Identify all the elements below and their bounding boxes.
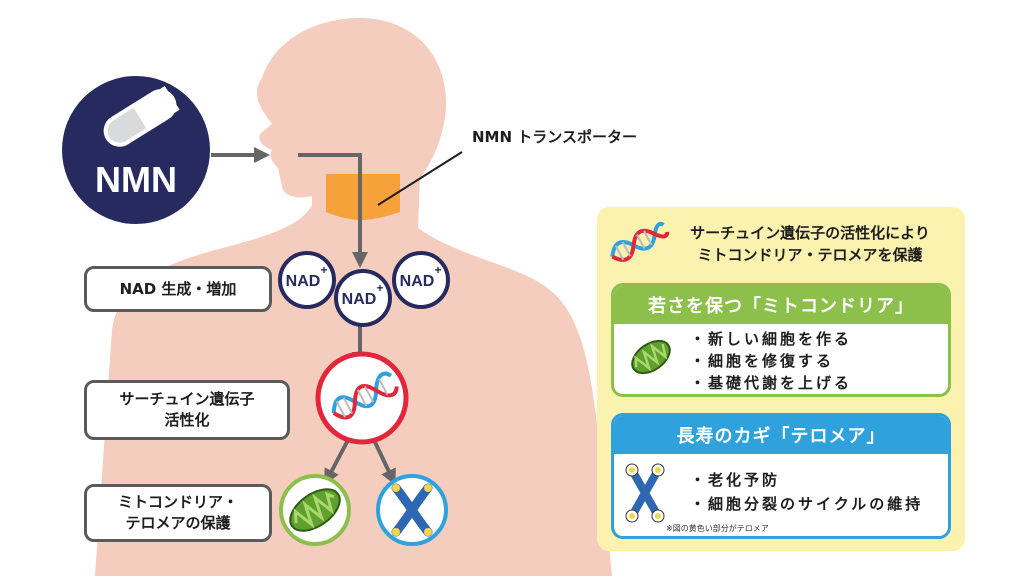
chromosome-icon-small bbox=[625, 463, 665, 523]
mitochondria-section: 若さを保つ「ミトコンドリア」 bbox=[611, 283, 951, 397]
panel-title: サーチュイン遺伝子の活性化により ミトコンドリア・テロメアを保護 bbox=[690, 224, 930, 264]
dna-icon-small bbox=[610, 221, 670, 262]
dna-icon bbox=[331, 371, 399, 420]
svg-text:NAD: NAD bbox=[286, 273, 321, 290]
telomere-note: ※図の黄色い部分がテロメア bbox=[666, 524, 769, 533]
list-item: ・老化予防 bbox=[690, 471, 781, 489]
nad-badge-center: NAD + bbox=[334, 269, 392, 327]
list-item: ・細胞分裂のサイクルの維持 bbox=[690, 495, 924, 513]
nad-badge-left: NAD + bbox=[278, 251, 336, 309]
telomere-section: 長寿のカギ「テロメア」 bbox=[611, 413, 951, 539]
label-nad-increase: NAD 生成・増加 bbox=[84, 266, 272, 312]
nmn-label: NMN bbox=[95, 159, 177, 200]
svg-text:+: + bbox=[320, 263, 327, 277]
dna-circle bbox=[315, 351, 409, 445]
transporter-label: NMN トランスポーター bbox=[472, 128, 637, 146]
arrow-mouth-to-nad bbox=[298, 153, 368, 268]
arrow-dna-to-mito bbox=[324, 439, 350, 486]
svg-text:+: + bbox=[376, 281, 383, 295]
nad-badge-right: NAD + bbox=[392, 251, 450, 309]
label-protection: ミトコンドリア・ テロメアの保護 bbox=[84, 484, 272, 542]
svg-text:NAD: NAD bbox=[342, 291, 377, 308]
arrow-dna-to-telomere bbox=[372, 439, 396, 486]
capsule-icon bbox=[103, 85, 180, 147]
transporter-pointer bbox=[377, 151, 463, 206]
telomere-list: ・老化予防 ・細胞分裂のサイクルの維持 bbox=[690, 468, 923, 516]
mitochondria-icon-small bbox=[631, 339, 671, 375]
telomere-circle bbox=[376, 474, 448, 546]
list-item: ・新しい細胞を作る bbox=[690, 330, 853, 348]
chromosome-icon bbox=[391, 483, 433, 537]
nmn-circle: NMN bbox=[62, 76, 210, 224]
label-sirtuin-activation: サーチュイン遺伝子 活性化 bbox=[84, 380, 290, 440]
mitochondria-header: 若さを保つ「ミトコンドリア」 bbox=[614, 286, 948, 324]
list-item: ・細胞を修復する bbox=[690, 352, 835, 370]
list-item: ・基礎代謝を上げる bbox=[690, 374, 853, 392]
svg-text:NAD: NAD bbox=[400, 273, 435, 290]
telomere-header: 長寿のカギ「テロメア」 bbox=[614, 416, 948, 454]
mitochondria-circle bbox=[279, 474, 351, 546]
mitochondria-list: ・新しい細胞を作る ・細胞を修復する ・基礎代謝を上げる bbox=[690, 328, 852, 394]
svg-text:+: + bbox=[434, 263, 441, 277]
transporter-band bbox=[326, 174, 400, 220]
mitochondria-icon bbox=[289, 488, 341, 532]
